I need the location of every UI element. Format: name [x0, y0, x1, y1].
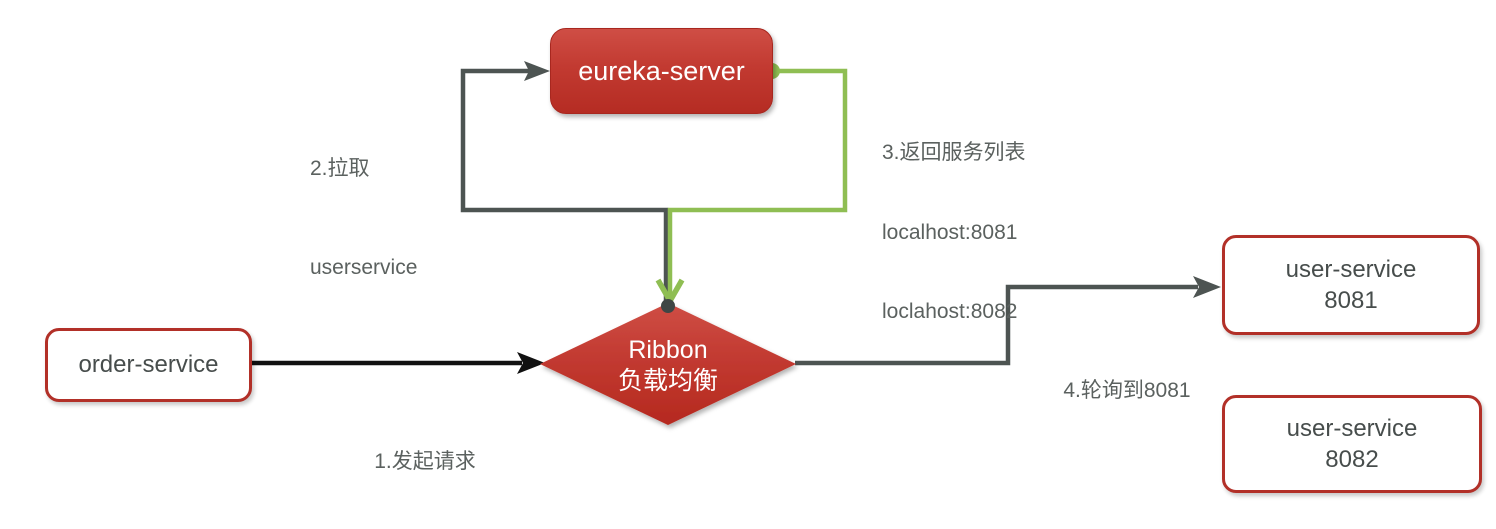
user-service-8081-port: 8081	[1324, 287, 1378, 314]
annotation-step3-line3: loclahost:8082	[882, 300, 1018, 323]
ribbon-diamond	[540, 303, 796, 425]
user-service-8081-name: user-service	[1285, 256, 1417, 283]
pull-service-arrowhead	[524, 61, 550, 81]
ribbon-subtitle: 负载均衡	[617, 367, 718, 395]
ribbon-top-junction-dot	[661, 299, 675, 313]
annotation-step3-line1: 3.返回服务列表	[882, 141, 1026, 164]
route-arrow-line	[795, 284, 1198, 366]
ribbon-node-label: Ribbon 负载均衡	[568, 335, 768, 397]
ribbon-title: Ribbon	[628, 336, 708, 364]
annotation-step4: 4.轮询到8081	[1040, 349, 1191, 433]
annotation-step1-line1: 1.发起请求	[374, 450, 476, 473]
annotation-step2: 2.拉取 userservice	[310, 86, 417, 350]
user-service-8082-node: user-service 8082	[1222, 395, 1482, 493]
route-arrowhead	[1193, 276, 1221, 298]
annotation-step2-line2: userservice	[310, 256, 418, 279]
user-service-8082-name: user-service	[1286, 415, 1418, 442]
annotation-step4-text: 4.轮询到8081	[1063, 379, 1191, 402]
order-service-label: order-service	[78, 351, 219, 378]
annotation-step3: 3.返回服务列表 localhost:8081 loclahost:8082	[882, 87, 1026, 379]
eureka-server-node: eureka-server	[550, 28, 773, 114]
annotation-step3-line2: localhost:8081	[882, 220, 1018, 244]
request-arrowhead	[517, 352, 545, 374]
order-service-node: order-service	[45, 328, 252, 402]
pull-service-arrow-line	[460, 68, 669, 306]
user-service-8082-port: 8082	[1325, 446, 1379, 473]
annotation-step1: 1.发起请求 http://userservice/user/1	[270, 392, 580, 529]
user-service-8081-node: user-service 8081	[1222, 235, 1480, 335]
eureka-server-label: eureka-server	[578, 55, 745, 86]
annotation-step2-line1: 2.拉取	[310, 157, 370, 180]
return-list-arrow-line	[667, 68, 848, 296]
